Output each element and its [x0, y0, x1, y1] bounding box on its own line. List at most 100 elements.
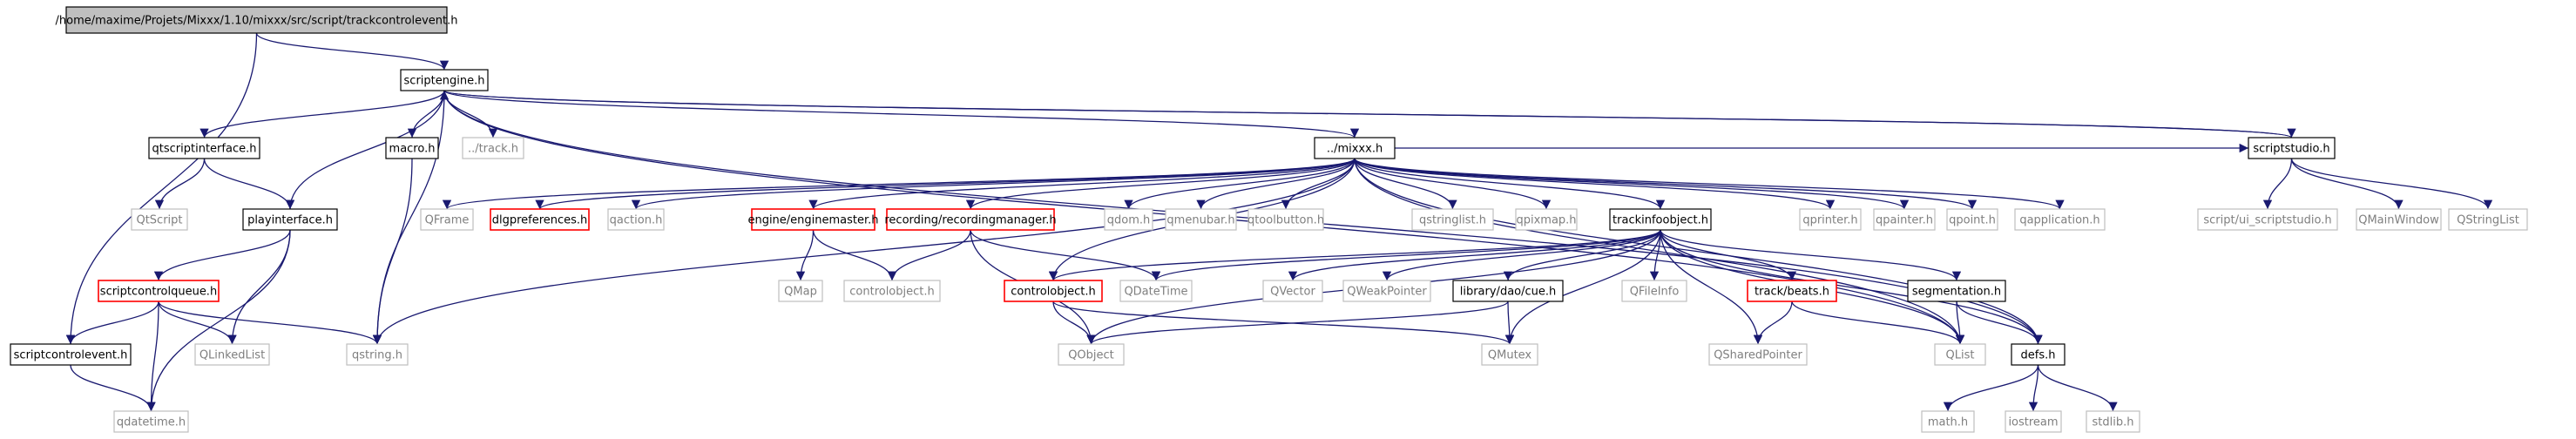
node-segmentation[interactable]: segmentation.h: [1907, 280, 2006, 302]
edge-scriptcontrolevent-to-qdatetime: [70, 364, 156, 412]
node-qdatetime_cls-label: QDateTime: [1124, 286, 1187, 299]
node-mixxx-label: ../mixxx.h: [1327, 143, 1383, 156]
edge-beats-to-qsharedpointer: [1753, 301, 1793, 345]
node-qaction-label: qaction.h: [610, 214, 663, 227]
node-qweakpointer-label: QWeakPointer: [1347, 286, 1427, 299]
node-playinterface-label: playinterface.h: [247, 214, 333, 227]
node-qdom-label: qdom.h: [1107, 214, 1151, 227]
edge-mixxx-to-qaction: [632, 158, 1356, 210]
node-qtoolbutton-box: [1247, 208, 1324, 231]
edge-defs-to-stdlib: [2037, 364, 2118, 412]
node-beats-box: [1747, 280, 1837, 302]
node-qvector-box: [1262, 280, 1323, 302]
node-qlinkedlist-label: QLinkedList: [199, 349, 265, 362]
node-qmainwindow-label: QMainWindow: [2358, 214, 2439, 227]
node-ui_scriptstudio: script/ui_scriptstudio.h: [2197, 208, 2338, 231]
node-enginemaster[interactable]: engine/enginemaster.h: [747, 208, 879, 231]
edge-mixxx-to-qpoint: [1354, 158, 1977, 210]
node-controlobject_red[interactable]: controlobject.h: [1004, 280, 1103, 302]
node-segmentation-label: segmentation.h: [1912, 286, 2001, 299]
node-root[interactable]: /home/maxime/Projets/Mixxx/1.10/mixxx/sr…: [56, 6, 458, 34]
edge-root-to-scriptcontrolevent: [65, 32, 258, 345]
node-scriptcontrolqueue[interactable]: scriptcontrolqueue.h: [98, 280, 220, 302]
node-iostream: iostream: [2005, 410, 2062, 433]
edge-controlobject_red-to-qobject: [1052, 301, 1096, 345]
node-defs-box: [2011, 343, 2066, 366]
node-cue-box: [1452, 280, 1564, 302]
node-qframe-label: QFrame: [425, 214, 470, 227]
node-cue[interactable]: library/dao/cue.h: [1452, 280, 1564, 302]
node-qtscript-label: QtScript: [136, 214, 182, 227]
edge-enginemaster-to-qmap: [795, 229, 815, 281]
node-qapplication-box: [2014, 208, 2106, 231]
edge-mixxx-to-qprinter: [1354, 158, 1836, 210]
edges-layer: [65, 32, 2493, 412]
node-macro[interactable]: macro.h: [385, 137, 439, 159]
node-math-label: math.h: [1928, 416, 1968, 429]
node-scriptcontrolevent[interactable]: scriptcontrolevent.h: [10, 343, 132, 366]
node-qlinkedlist: QLinkedList: [194, 343, 270, 366]
node-cue-label: library/dao/cue.h: [1460, 286, 1557, 299]
node-qdatetime: qdatetime.h: [113, 410, 189, 433]
node-beats[interactable]: track/beats.h: [1747, 280, 1837, 302]
node-qtoolbutton-label: qtoolbutton.h: [1247, 214, 1324, 227]
node-qmenubar-box: [1165, 208, 1237, 231]
node-qlinkedlist-box: [194, 343, 270, 366]
node-trackinfoobject[interactable]: trackinfoobject.h: [1609, 208, 1712, 231]
node-qlist-label: QList: [1946, 349, 1975, 362]
node-qdatetime_cls-box: [1119, 280, 1193, 302]
node-dlgpreferences-label: dlgpreferences.h: [492, 214, 588, 227]
node-qpoint-box: [1946, 208, 1998, 231]
node-qmainwindow-box: [2356, 208, 2442, 231]
node-qapplication: qapplication.h: [2014, 208, 2106, 231]
edge-trackinfoobject-to-qmutex: [1504, 229, 1661, 345]
node-iostream-box: [2005, 410, 2062, 433]
node-mixxx[interactable]: ../mixxx.h: [1314, 137, 1396, 159]
node-qtscriptinterface-label: qtscriptinterface.h: [152, 143, 257, 156]
edge-mixxx-to-enginemaster: [808, 158, 1356, 210]
node-scriptstudio[interactable]: scriptstudio.h: [2248, 137, 2336, 159]
node-scriptengine[interactable]: scriptengine.h: [400, 69, 489, 91]
node-qvector-label: QVector: [1270, 286, 1315, 299]
edge-mixxx-to-qlist: [1354, 158, 1965, 345]
node-defs[interactable]: defs.h: [2011, 343, 2066, 366]
edge-trackinfoobject-to-controlobject_red: [1049, 229, 1661, 281]
node-qsharedpointer: QSharedPointer: [1708, 343, 1808, 366]
edge-recordingmanager-to-qdatetime_cls: [970, 229, 1161, 281]
node-qlist: QList: [1934, 343, 1986, 366]
node-trackinfoobject-box: [1609, 208, 1712, 231]
edge-defs-to-math: [1943, 364, 2039, 412]
node-macro-box: [385, 137, 439, 159]
node-stdlib: stdlib.h: [2086, 410, 2140, 433]
edge-scriptengine-to-playinterface: [285, 90, 445, 210]
edge-scriptengine-to-macro: [407, 90, 445, 138]
edge-scriptcontrolqueue-to-qdatetime: [146, 301, 159, 412]
edge-scriptstudio-to-qstringlist: [2290, 158, 2493, 210]
node-qstring-label: qstring.h: [352, 349, 402, 362]
node-qaction: qaction.h: [607, 208, 665, 231]
node-qsharedpointer-box: [1708, 343, 1808, 366]
node-controlobject_gray-label: controlobject.h: [849, 286, 935, 299]
nodes-layer: /home/maxime/Projets/Mixxx/1.10/mixxx/sr…: [10, 6, 2528, 433]
node-qstringlist-box: [2448, 208, 2528, 231]
edge-scriptengine-to-qtscriptinterface: [199, 90, 445, 138]
edge-qtscriptinterface-to-playinterface: [203, 158, 295, 210]
node-controlobject_gray-box: [843, 280, 941, 302]
node-qprinter-box: [1799, 208, 1862, 231]
edge-scriptcontrolqueue-to-scriptcontrolevent: [65, 301, 159, 345]
node-playinterface-box: [242, 208, 338, 231]
node-recordingmanager[interactable]: recording/recordingmanager.h: [884, 208, 1057, 231]
node-qpoint: qpoint.h: [1946, 208, 1998, 231]
node-playinterface[interactable]: playinterface.h: [242, 208, 338, 231]
node-qdom-box: [1104, 208, 1153, 231]
node-qtscriptinterface[interactable]: qtscriptinterface.h: [148, 137, 260, 159]
node-iostream-label: iostream: [2008, 416, 2058, 429]
node-dlgpreferences[interactable]: dlgpreferences.h: [490, 208, 590, 231]
edge-playinterface-to-scriptcontrolqueue: [153, 229, 291, 281]
node-track-label: ../track.h: [468, 143, 518, 156]
node-qprinter: qprinter.h: [1799, 208, 1862, 231]
edge-scriptstudio-to-ui_scriptstudio: [2262, 158, 2293, 210]
node-qtscript: QtScript: [131, 208, 188, 231]
node-qstring-box: [346, 343, 409, 366]
node-qtscriptinterface-box: [148, 137, 260, 159]
